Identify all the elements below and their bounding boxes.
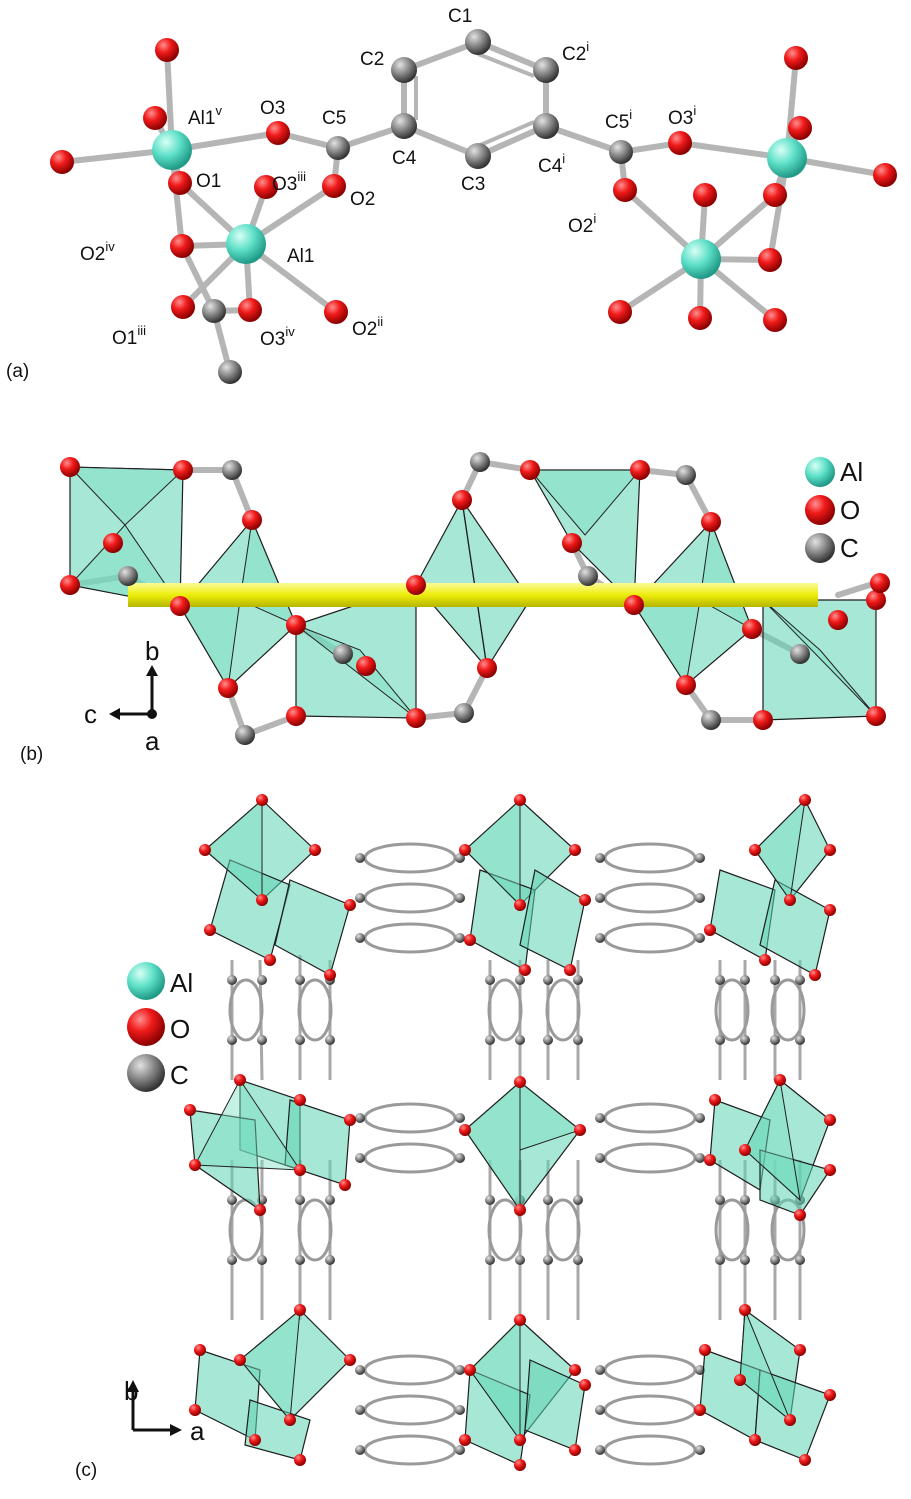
legend-c-o-swatch (127, 1008, 165, 1046)
label-O1iii: O1iii (112, 323, 146, 349)
cluster-mid-left (189, 1079, 351, 1212)
label-O2iv: O2iv (80, 239, 115, 265)
legend-c-c-swatch (127, 1054, 165, 1092)
legend-b: Al O C (805, 457, 863, 563)
cluster-bottom-left (194, 1308, 351, 1461)
axis-c-a-label: a (190, 1416, 205, 1446)
axis-a-label: a (145, 726, 160, 756)
legend-al-label: Al (840, 457, 863, 487)
octahedral-clusters (189, 798, 831, 1466)
legend-c: Al O C (127, 962, 193, 1092)
chain-axis (128, 583, 818, 607)
label-O3iii: O3iii (272, 169, 306, 195)
axis-c-label: c (84, 699, 97, 729)
legend-c-o-label: O (170, 1014, 190, 1044)
axis-b-label: b (145, 636, 159, 666)
cluster-top-left (204, 798, 351, 976)
label-O1: O1 (196, 171, 221, 192)
legend-al-swatch (805, 457, 835, 487)
label-C4: C4 (392, 148, 417, 169)
cluster-mid-mid (464, 1080, 582, 1212)
legend-c-al-label: Al (170, 968, 193, 998)
label-O3iv: O3iv (260, 324, 295, 350)
panel-b: Al O C b c a (b) (20, 452, 890, 765)
atom-labels-a: C1 C2 C2i Al1v O3 C5 C4 C3 C4i C5i O3i O… (80, 6, 696, 350)
label-C1: C1 (448, 6, 472, 27)
label-O2i: O2i (568, 211, 596, 237)
ring-double-bonds (414, 52, 535, 148)
label-C4i: C4i (538, 151, 565, 177)
cluster-bottom-right (699, 1308, 831, 1461)
panel-c: Al O C b a (c) (75, 794, 836, 1481)
label-C2i: C2i (562, 39, 589, 65)
cluster-top-right (709, 798, 831, 976)
panel-label-a: (a) (6, 361, 29, 382)
cluster-mid-right (709, 1078, 831, 1216)
bonds-a (59, 39, 888, 375)
legend-o-label: O (840, 495, 860, 525)
label-C2: C2 (360, 49, 384, 70)
label-Al1v: Al1v (188, 103, 222, 129)
legend-c-label: C (840, 533, 859, 563)
legend-o-swatch (805, 495, 835, 525)
label-C5: C5 (322, 108, 346, 129)
legend-c-c-label: C (170, 1060, 189, 1090)
oxygen-dots-c (184, 794, 836, 1471)
label-Al1: Al1 (287, 246, 314, 267)
carbon-dots-c (227, 853, 805, 1455)
rings-vertical (228, 978, 806, 1262)
axis-c-b-label: b (124, 1376, 138, 1406)
label-C3: C3 (461, 174, 485, 195)
axes-c: b a (124, 1376, 205, 1446)
panel-a: C1 C2 C2i Al1v O3 C5 C4 C3 C4i C5i O3i O… (6, 6, 897, 384)
axes-b: b c a (84, 636, 160, 756)
label-O3i: O3i (668, 103, 696, 129)
panel-label-c: (c) (75, 1460, 97, 1481)
label-C5i: C5i (605, 107, 632, 133)
cluster-top-mid (464, 798, 586, 971)
label-O2: O2 (350, 189, 375, 210)
label-O3: O3 (260, 98, 285, 119)
label-O2ii: O2ii (352, 314, 383, 340)
atoms-b (60, 452, 890, 745)
axis-a-dot (147, 709, 157, 719)
legend-c-al-swatch (127, 962, 165, 1000)
panel-label-b: (b) (20, 744, 43, 765)
atoms-a (50, 29, 897, 384)
cluster-bottom-mid (464, 1318, 586, 1466)
legend-c-swatch (805, 533, 835, 563)
